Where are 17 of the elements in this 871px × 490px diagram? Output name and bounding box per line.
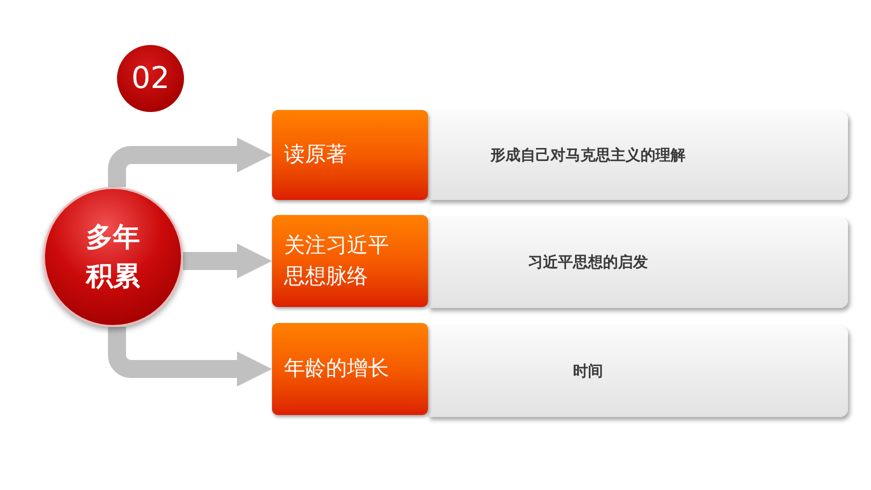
arrow bbox=[182, 244, 272, 278]
hub-label: 多年积累 bbox=[85, 220, 141, 294]
text-card bbox=[428, 217, 848, 308]
label-box bbox=[272, 215, 428, 307]
text-card bbox=[428, 326, 848, 417]
card-text: 习近平思想的启发 bbox=[528, 255, 648, 270]
text-card bbox=[428, 111, 848, 200]
arrow bbox=[108, 326, 272, 386]
arrow bbox=[108, 138, 272, 188]
tag-label: 年龄的增长 bbox=[284, 355, 389, 382]
card-text: 时间 bbox=[573, 364, 603, 379]
card-text: 形成自己对马克思主义的理解 bbox=[490, 148, 686, 163]
label-box bbox=[272, 323, 428, 415]
tag-label: 读原著 bbox=[284, 141, 347, 168]
badge-number: 02 bbox=[131, 64, 170, 94]
label-box bbox=[272, 110, 428, 200]
tag-label: 关注习近平思想脉络 bbox=[284, 232, 390, 290]
